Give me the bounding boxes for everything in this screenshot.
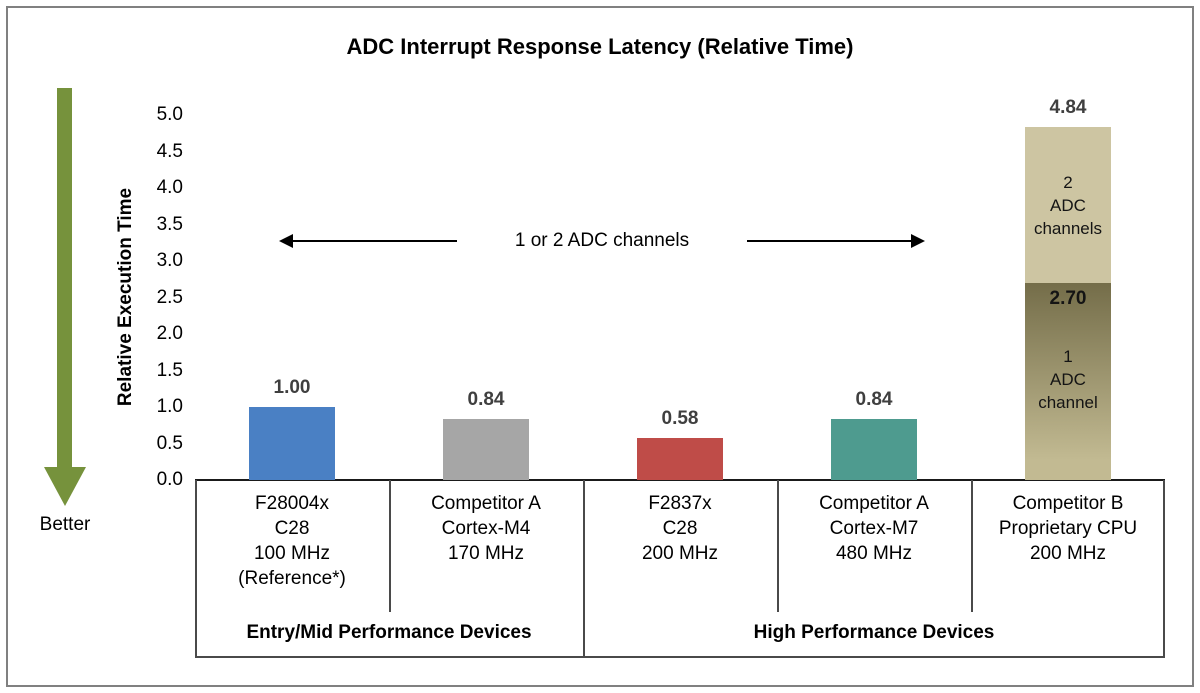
- y-tick-label: 1.0: [156, 396, 183, 417]
- axis-bottom-line: [195, 656, 1165, 658]
- y-tick-label: 5.0: [156, 104, 183, 125]
- segment-text-line: channel: [1038, 393, 1098, 412]
- category-line: C28: [274, 518, 310, 539]
- bar-value-label: 0.58: [661, 408, 699, 429]
- category-line: 480 MHz: [835, 543, 913, 564]
- bar-value-label: 1.00: [273, 377, 311, 398]
- y-tick-label: 1.5: [156, 359, 183, 381]
- category-label-2: Competitor A Cortex-M4 170 MHz: [389, 491, 583, 566]
- better-arrow-shaft: [57, 88, 72, 468]
- segment-text-line: channels: [1033, 218, 1103, 238]
- annotation-arrow-left-icon: [279, 234, 293, 248]
- annotation-arrow-right-icon: [911, 234, 925, 248]
- segment-text-line: 1: [1063, 347, 1073, 366]
- group-label-high-performance: High Performance Devices: [753, 622, 995, 643]
- y-tick-label: 3.0: [156, 250, 183, 271]
- category-line: 170 MHz: [447, 543, 525, 564]
- category-line: Competitor A: [819, 493, 929, 514]
- bar-value-label: 0.84: [855, 389, 893, 410]
- category-line: F2837x: [648, 493, 712, 514]
- axis-divider: [389, 480, 391, 612]
- bar-4: [831, 419, 917, 480]
- bar-2: [443, 419, 529, 480]
- axis-edge-right: [1163, 480, 1165, 657]
- category-line: Cortex-M7: [829, 518, 919, 539]
- category-line: 200 MHz: [641, 543, 719, 564]
- bar-3: [637, 438, 723, 480]
- y-tick-label: 4.5: [156, 140, 183, 162]
- better-label: Better: [39, 514, 91, 535]
- category-line: 200 MHz: [1029, 543, 1107, 564]
- segment-text-line: ADC: [1050, 195, 1086, 215]
- category-line: Proprietary CPU: [998, 518, 1138, 539]
- category-line: (Reference*): [238, 568, 346, 589]
- category-line: F28004x: [255, 493, 329, 514]
- y-tick-label: 4.0: [156, 177, 183, 198]
- category-label-4: Competitor A Cortex-M7 480 MHz: [777, 491, 971, 566]
- x-axis-line: [195, 479, 1165, 481]
- chart-border: [6, 6, 1194, 687]
- category-label-5: Competitor B Proprietary CPU 200 MHz: [971, 491, 1165, 566]
- segment-value-label: 2.70: [1049, 288, 1087, 309]
- category-line: Cortex-M4: [441, 518, 531, 539]
- segment-text-line: ADC: [1050, 370, 1086, 389]
- y-tick-label: 2.0: [156, 323, 183, 344]
- category-line: C28: [662, 518, 698, 539]
- y-tick-label: 3.5: [156, 213, 183, 235]
- category-line: Competitor A: [431, 493, 541, 514]
- chart-title: ADC Interrupt Response Latency (Relative…: [346, 34, 854, 59]
- axis-divider: [583, 480, 585, 657]
- group-label-entry-mid: Entry/Mid Performance Devices: [246, 622, 532, 643]
- bar-value-label: 0.84: [467, 389, 505, 410]
- better-arrow-head-icon: [44, 467, 86, 506]
- bar-1: [249, 407, 335, 480]
- axis-divider: [777, 480, 779, 612]
- bar-total-label: 4.84: [1049, 97, 1087, 118]
- annotation-arrow-left-line: [292, 240, 457, 242]
- y-tick-label: 0.5: [156, 432, 183, 454]
- axis-divider: [971, 480, 973, 612]
- y-tick-label: 0.0: [156, 469, 183, 490]
- adc-channels-annotation: 1 or 2 ADC channels: [514, 230, 690, 251]
- y-tick-label: 2.5: [156, 286, 183, 308]
- axis-edge-left: [195, 480, 197, 657]
- category-line: 100 MHz: [253, 543, 331, 564]
- segment-text-line: 2: [1063, 172, 1073, 192]
- annotation-arrow-right-line: [747, 240, 912, 242]
- category-line: Competitor B: [1012, 493, 1124, 514]
